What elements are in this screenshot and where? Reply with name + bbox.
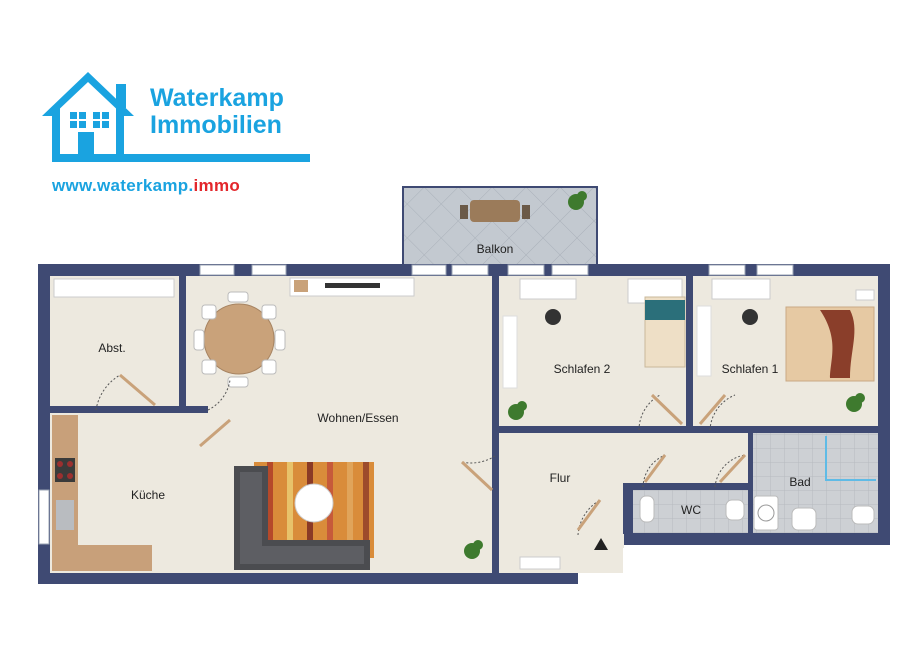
- house-icon: [42, 72, 310, 162]
- living-area: [234, 462, 374, 570]
- brand-name-line2: Immobilien: [150, 111, 282, 139]
- brand-name-line1: Waterkamp: [150, 84, 284, 112]
- entrance-arrow-icon: [594, 538, 608, 550]
- url-main: www.waterkamp.: [52, 176, 194, 195]
- label-balkon: Balkon: [477, 242, 514, 256]
- abst-floor: [50, 276, 179, 406]
- label-bad: Bad: [789, 475, 810, 489]
- label-kueche: Küche: [131, 488, 165, 502]
- flur-floor: [499, 433, 623, 573]
- label-schlafen2: Schlafen 2: [554, 362, 611, 376]
- label-wc: WC: [681, 503, 701, 517]
- dining-table: [193, 291, 286, 388]
- label-wohnen: Wohnen/Essen: [317, 411, 398, 425]
- label-schlafen1: Schlafen 1: [722, 362, 779, 376]
- label-flur: Flur: [550, 471, 571, 485]
- url-extension: immo: [193, 176, 241, 195]
- website-url[interactable]: www.waterkamp.immo: [52, 176, 240, 196]
- label-abst: Abst.: [98, 341, 125, 355]
